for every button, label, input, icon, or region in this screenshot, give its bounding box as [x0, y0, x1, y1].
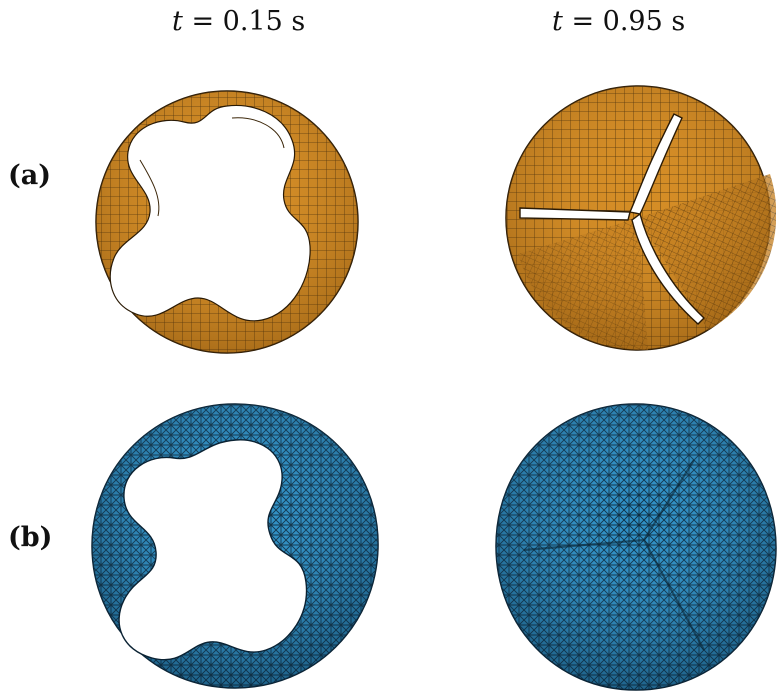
panel-a-t095: [498, 84, 776, 354]
panel-b-t015: [86, 400, 384, 692]
row-label-b: (b): [8, 522, 53, 553]
tet-mesh-disc-open: [91, 403, 379, 689]
time-value: = 0.15 s: [191, 6, 306, 37]
panel-b-t095: [494, 400, 778, 692]
quad-mesh-disc-open: [95, 90, 359, 354]
panel-a-t015: [92, 88, 362, 356]
tet-mesh-disc-closed: [495, 403, 777, 691]
time-value: = 0.95 s: [571, 6, 686, 37]
column-label-t095: t = 0.95 s: [552, 6, 685, 37]
time-var: t: [172, 6, 183, 37]
column-label-t015: t = 0.15 s: [172, 6, 305, 37]
time-var: t: [552, 6, 563, 37]
quad-mesh-disc-closed: [505, 85, 776, 351]
row-label-a: (a): [8, 160, 52, 191]
